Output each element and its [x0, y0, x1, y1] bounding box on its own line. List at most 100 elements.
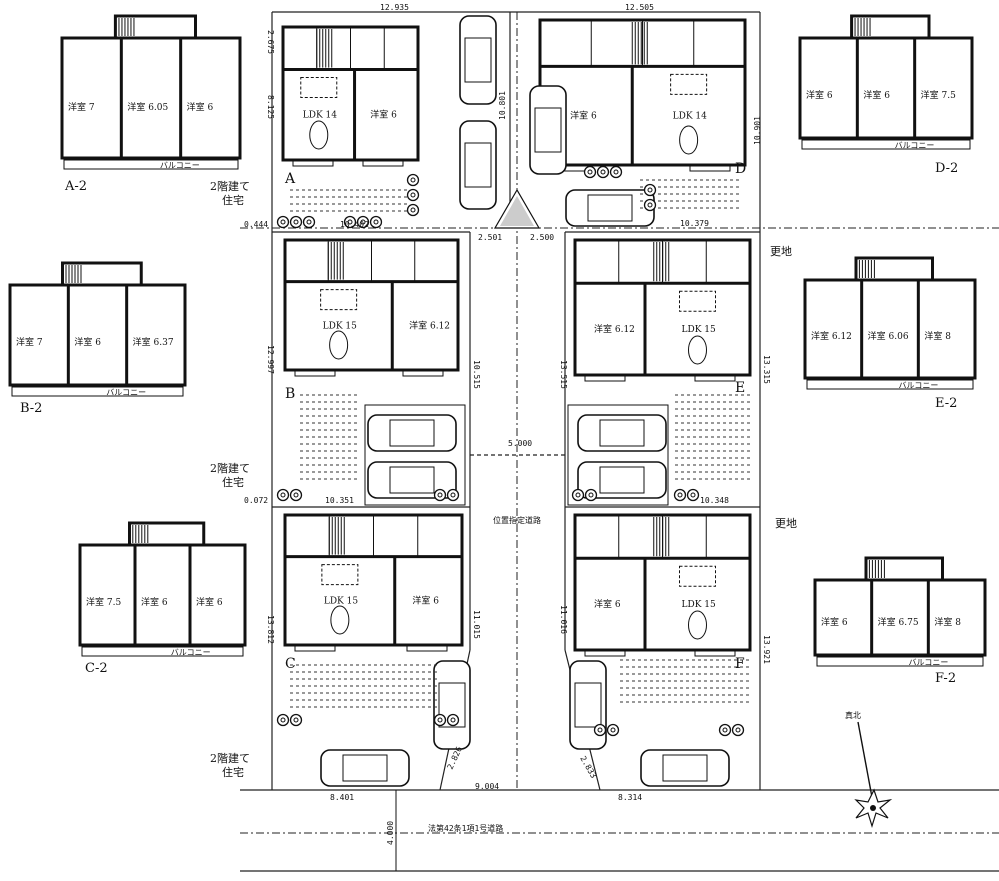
dim-b-right: 10.515 [472, 360, 481, 389]
room-label: 洋室 6 [821, 616, 848, 628]
room-label: 洋室 7 [68, 101, 95, 113]
north-arrow-icon: 真北 [845, 710, 893, 829]
north-label: 真北 [845, 710, 861, 720]
car-icon [367, 414, 457, 452]
dim-road-width: 5.000 [508, 439, 532, 448]
two-story-label-2b: 住宅 [222, 475, 244, 489]
tree-icon [369, 215, 383, 229]
dim-e-right: 13.315 [762, 355, 771, 384]
tree-icon [433, 713, 447, 727]
dim-bottom-right: 8.314 [618, 793, 642, 802]
balcony-label: バルコニー [899, 381, 939, 390]
dimension-labels: 12.935 12.505 8.125 2.675 10.801 10.402 … [244, 3, 771, 845]
dim-a-bottom: 10.402 [340, 220, 369, 229]
room-label: 洋室 6 [806, 89, 833, 101]
room-label: 洋室 6.75 [878, 616, 919, 628]
vacant-land-label-1: 更地 [770, 245, 792, 258]
dim-e-bottom: 10.348 [700, 496, 729, 505]
room-label: LDK 14 [673, 112, 708, 122]
dim-offset-a: 0.444 [244, 220, 268, 229]
room-label: LDK 15 [324, 596, 359, 606]
dim-top-left: 12.935 [380, 3, 409, 12]
room-label: 洋室 7 [16, 336, 43, 348]
public-road-label: 法第42条1項1号道路 [428, 823, 503, 833]
room-label: 洋室 6 [863, 89, 890, 101]
lawn [290, 189, 410, 212]
dim-b-bottom: 10.351 [325, 496, 354, 505]
dim-public-road: 4.000 [386, 821, 395, 845]
room-label: 洋室 8 [924, 330, 951, 342]
room-label: LDK 14 [303, 110, 338, 120]
car-icon [640, 749, 730, 787]
lawn [300, 394, 360, 480]
room-label: 洋室 6 [187, 101, 214, 113]
house-lot-c: LDK 15 洋室 6 [283, 513, 464, 652]
private-road-label: 位置指定道路 [493, 515, 541, 525]
tree-icon [406, 188, 420, 202]
two-story-label-3: 2階建て [210, 751, 250, 765]
upper-floor-c-2: バルコニー 洋室 7.5 洋室 6 洋室 6 C-2 [78, 521, 247, 676]
house-lot-a: LDK 14 洋室 6 [281, 25, 420, 167]
tree-icon [276, 488, 290, 502]
room-label: 洋室 7.5 [86, 596, 121, 608]
two-story-label-2: 2階建て [210, 461, 250, 475]
tree-icon [276, 215, 290, 229]
tree-icon [583, 165, 597, 179]
dim-c-left: 13.812 [266, 615, 275, 644]
car-icon [459, 15, 497, 105]
balcony-label: バルコニー [909, 658, 949, 667]
car-icon [577, 414, 667, 452]
room-label: 洋室 7.5 [921, 89, 956, 101]
dim-a-top-left: 2.675 [266, 30, 275, 54]
dim-b-left: 12.997 [266, 345, 275, 374]
tree-icon [406, 173, 420, 187]
parking-cars [320, 15, 730, 787]
upper-floor-label: C-2 [85, 661, 108, 676]
dim-road-left: 2.501 [478, 233, 502, 242]
tree-icon [289, 713, 303, 727]
car-icon [367, 461, 457, 499]
dim-corner-right: 2.833 [578, 755, 598, 781]
room-label: LDK 15 [682, 600, 717, 610]
lawn [675, 394, 750, 480]
tree-icon [596, 165, 610, 179]
roads [240, 789, 999, 872]
car-icon [433, 660, 471, 750]
tree-icon [643, 183, 657, 197]
dim-d-right: 10.901 [753, 116, 762, 145]
room-label: 洋室 6 [370, 108, 397, 120]
car-icon [459, 120, 497, 210]
tree-icon [446, 713, 460, 727]
upper-floor-label: E-2 [935, 396, 957, 411]
dim-c-right: 11.015 [472, 610, 481, 639]
lot-label-c: C [285, 656, 296, 672]
room-label: 洋室 6.06 [868, 330, 909, 342]
two-story-label-3b: 住宅 [222, 765, 244, 779]
upper-floor-label: F-2 [935, 671, 956, 686]
tree-icon [302, 215, 316, 229]
room-label: 洋室 6 [196, 596, 223, 608]
two-story-label-1: 2階建て [210, 179, 250, 193]
dim-offset-b: 0.072 [244, 496, 268, 505]
room-label: 洋室 6 [412, 594, 439, 606]
upper-floor-label: B-2 [20, 401, 42, 416]
dim-bottom-mid: 9.004 [475, 782, 499, 791]
room-label: 洋室 6 [74, 336, 101, 348]
dim-bottom-left: 8.401 [330, 793, 354, 802]
lot-label-a: A [284, 171, 296, 187]
room-label: 洋室 6 [141, 596, 168, 608]
balcony-label: バルコニー [171, 648, 211, 657]
tree-icon [593, 723, 607, 737]
room-label: 洋室 6.37 [133, 336, 174, 348]
tree-icon [433, 488, 447, 502]
tree-icon [718, 723, 732, 737]
tree-icon [343, 215, 357, 229]
